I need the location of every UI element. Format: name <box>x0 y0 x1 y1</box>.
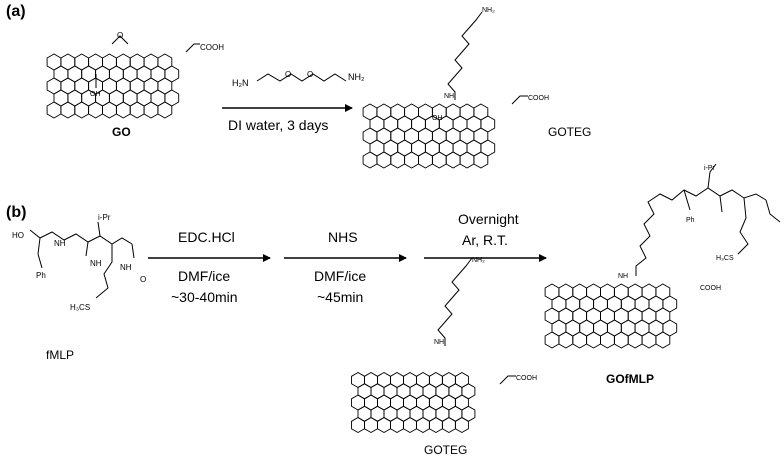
gofmlp-ph-text: Ph <box>686 217 695 224</box>
hexagon-ring <box>454 416 469 434</box>
goteg-a-nh-text: NH <box>444 93 454 100</box>
hexagon-ring <box>115 101 131 119</box>
hexagon-ring <box>544 331 560 349</box>
hexagon-ring <box>613 331 629 349</box>
hexagon-ring <box>441 416 456 434</box>
fmlp-nh2-text: NH <box>90 259 102 268</box>
diamine-h2n-text: H₂N <box>232 78 249 88</box>
step2-solvent: DMF/ice <box>314 268 367 284</box>
goteg-b-chain <box>437 257 516 385</box>
gofmlp-sheet <box>544 283 678 349</box>
goteg-label-a: GOTEG <box>548 125 592 139</box>
goteg-b-nh2-text: NH₂ <box>472 257 485 264</box>
hexagon-ring <box>473 151 489 169</box>
hexagon-ring <box>459 151 475 169</box>
hexagon-ring <box>377 416 391 434</box>
gofmlp-nh-text: NH <box>618 273 628 280</box>
hexagon-ring <box>403 416 417 434</box>
hexagon-ring <box>46 101 62 119</box>
gofmlp-label: GOfMLP <box>606 372 654 386</box>
gofmlp-sch3-text: H₃CS <box>716 255 734 262</box>
panel-label-b: (b) <box>6 204 27 221</box>
go-epoxide-o-text: O <box>117 31 123 40</box>
hexagon-ring <box>627 331 643 349</box>
hexagon-ring <box>431 151 447 169</box>
goteg-sheet-b <box>351 371 476 434</box>
hexagon-ring <box>88 101 103 119</box>
hexagon-ring <box>445 151 461 169</box>
hexagon-ring <box>558 331 574 349</box>
step1-time: ~30-40min <box>171 289 238 305</box>
go-oh-text: OH <box>90 91 101 98</box>
diamine-o1-text: O <box>285 70 291 79</box>
hexagon-ring <box>74 101 90 119</box>
hexagon-ring <box>376 151 392 169</box>
goteg-a-cooh-text: COOH <box>528 95 549 102</box>
hexagon-ring <box>60 101 76 119</box>
goteg-a-oh-text: OH <box>432 115 443 122</box>
fmlp-ipr-text: i-Pr <box>98 213 111 222</box>
step1-reagent: EDC.HCl <box>178 229 235 245</box>
hexagon-ring <box>572 331 588 349</box>
step2-reagent: NHS <box>328 229 358 245</box>
step3-time: Overnight <box>458 211 519 227</box>
fmlp-ph-text: Ph <box>36 271 46 280</box>
step2-time: ~45min <box>317 289 364 305</box>
fmlp-structure <box>29 221 135 299</box>
hexagon-ring <box>404 151 419 169</box>
hexagon-ring <box>390 416 404 434</box>
reaction-a-condition: DI water, 3 days <box>228 117 329 133</box>
hexagon-ring <box>600 331 615 349</box>
hexagon-ring <box>641 331 657 349</box>
goteg-b-cooh-text: COOH <box>516 375 537 382</box>
goteg-b-nh-text: NH <box>434 339 444 346</box>
diamine-o2-text: O <box>307 70 313 79</box>
go-label: GO <box>112 125 131 139</box>
hexagon-ring <box>351 416 365 434</box>
hexagon-ring <box>416 416 430 434</box>
fmlp-label: fMLP <box>46 348 75 362</box>
hexagon-ring <box>390 151 406 169</box>
hexagon-ring <box>102 101 117 119</box>
hexagon-ring <box>362 151 378 169</box>
goteg-sheet-a <box>362 103 496 169</box>
step3-atmosphere: Ar, R.T. <box>462 232 508 248</box>
go-groups <box>95 35 200 88</box>
hexagon-ring <box>364 416 378 434</box>
goteg-label-b: GOTEG <box>424 443 468 457</box>
step1-solvent: DMF/ice <box>178 268 231 284</box>
fmlp-ho-text: HO <box>12 231 24 240</box>
hexagon-ring <box>586 331 601 349</box>
gofmlp-chain <box>635 163 781 276</box>
panel-label-a: (a) <box>6 3 26 20</box>
goteg-a-chain <box>447 11 528 105</box>
goteg-a-nh2-text: NH₂ <box>482 7 495 14</box>
fmlp-nh1-text: NH <box>54 239 66 248</box>
go-cooh-text: COOH <box>200 43 224 52</box>
fmlp-nh3-text: NH <box>120 263 132 272</box>
hexagon-ring <box>418 151 433 169</box>
hexagon-ring <box>129 101 145 119</box>
diamine-nh2-text: NH₂ <box>348 72 365 82</box>
hexagon-ring <box>143 101 159 119</box>
hexagon-ring <box>428 416 443 434</box>
hexagon-ring <box>157 101 173 119</box>
gofmlp-cooh-text: COOH <box>700 285 721 292</box>
gofmlp-ipr-text: i-Pr <box>704 165 716 172</box>
hexagon-ring <box>655 331 671 349</box>
fmlp-formyl-o-text: O <box>140 275 146 284</box>
teg-diamine-molecule <box>256 73 347 82</box>
fmlp-sch3-text: H₃CS <box>70 303 90 312</box>
graphene-oxide-sheet <box>46 53 180 119</box>
